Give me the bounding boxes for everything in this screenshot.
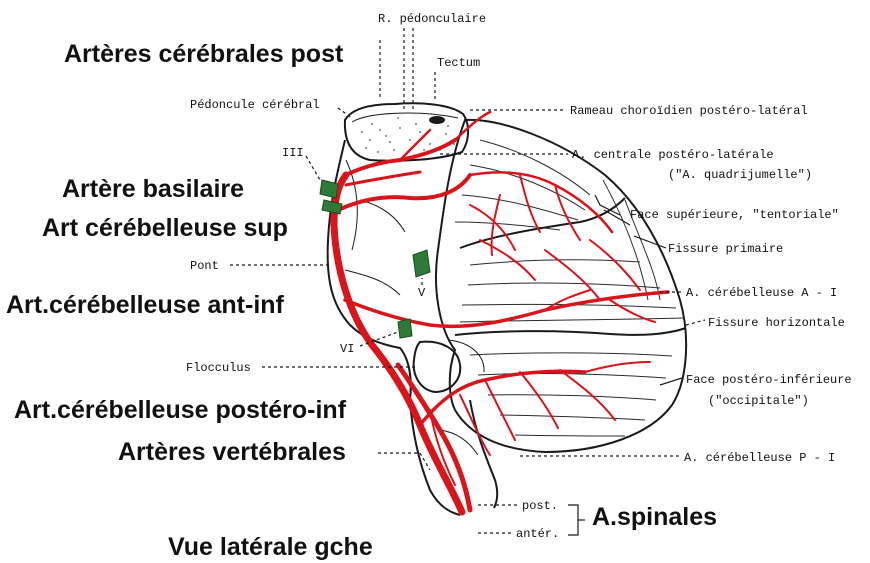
- label-a-cerebelleuse-p-i: A. cérébelleuse P - I: [684, 451, 835, 465]
- label-vue-laterale: Vue latérale gche: [168, 533, 373, 561]
- label-rameau-choroidien: Rameau choroïdien postéro-latéral: [570, 104, 808, 118]
- label-occipitale: ("occipitale"): [708, 394, 809, 408]
- folia: [455, 140, 684, 436]
- superior-cerebellar-artery: [338, 175, 470, 210]
- label-nerve-vi: VI: [340, 342, 354, 356]
- label-flocculus: Flocculus: [186, 361, 251, 375]
- aqueduct: [429, 116, 445, 124]
- label-nerve-v: V: [418, 286, 426, 300]
- label-spinal-post: post.: [522, 499, 558, 513]
- label-face-postero-inferieure: Face postéro-inférieure: [686, 373, 852, 387]
- anterior-inferior-cerebellar-artery: [345, 292, 668, 326]
- label-arteres-cerebrales-post: Artères cérébrales post: [64, 40, 344, 68]
- label-r-pedonculaire: R. pédonculaire: [378, 12, 486, 26]
- vertebral-artery-2: [398, 365, 470, 510]
- label-art-cerebelleuse-sup: Art cérébelleuse sup: [42, 214, 288, 242]
- cerebellum-hemisphere: [436, 120, 686, 452]
- label-face-superieure: Face supérieure, "tentoriale": [630, 208, 839, 222]
- label-art-cerebelleuse-ant-inf: Art.cérébelleuse ant-inf: [6, 291, 285, 319]
- label-spinal-anter: antér.: [516, 527, 559, 541]
- label-a-cerebelleuse-a-i: A. cérébelleuse A - I: [686, 286, 837, 300]
- label-artere-basilaire: Artère basilaire: [62, 175, 244, 203]
- label-a-quadrijumelle: ("A. quadrijumelle"): [668, 168, 812, 182]
- label-fissure-primaire: Fissure primaire: [668, 242, 783, 256]
- label-pont: Pont: [190, 259, 219, 273]
- nerve-v: [413, 250, 430, 277]
- label-arteres-vertebrales: Artères vertébrales: [118, 438, 346, 466]
- label-art-cerebelleuse-postero-inf: Art.cérébelleuse postéro-inf: [14, 396, 347, 424]
- label-a-centrale: A. centrale postéro-latérale: [572, 148, 774, 162]
- label-a-spinales: A.spinales: [592, 503, 717, 531]
- nerve-vi: [398, 319, 412, 338]
- label-nerve-iii: III: [282, 146, 304, 160]
- label-fissure-horizontale: Fissure horizontale: [708, 316, 845, 330]
- arteries: [334, 112, 668, 512]
- anatomy-outline: [328, 103, 686, 515]
- fissure-horizontale-line: [455, 328, 686, 335]
- label-tectum: Tectum: [437, 56, 480, 70]
- label-pedoncule-cerebral: Pédoncule cérébral: [190, 98, 320, 112]
